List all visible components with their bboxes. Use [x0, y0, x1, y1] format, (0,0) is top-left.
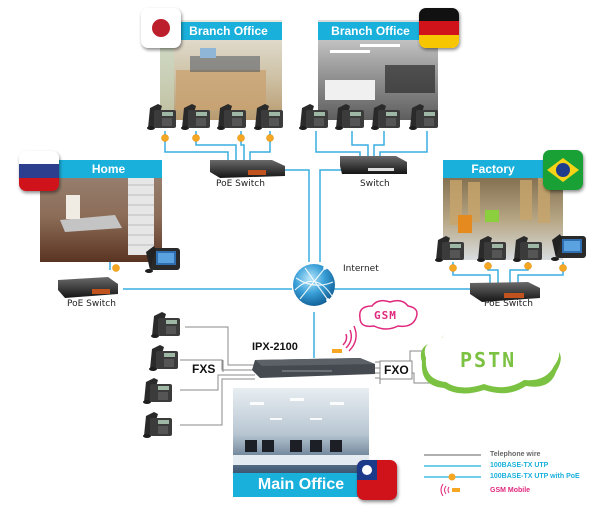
ipx-2100-label: IPX-2100 [252, 341, 298, 353]
gsm-antenna [332, 325, 357, 353]
japan-flag-icon [141, 8, 181, 48]
pstn-cloud-label: PSTN [460, 348, 517, 372]
utp-links [109, 131, 564, 358]
taiwan-flag-icon [357, 460, 397, 500]
legend-utp: 100BASE-TX UTP [490, 462, 549, 469]
ipx-2100-device [252, 358, 375, 378]
link-de-phone-2 [351, 131, 369, 158]
internet-label: Internet [343, 264, 379, 274]
telephone-wires [180, 326, 440, 426]
switch-label-germany: Switch [360, 179, 390, 189]
poe-switch-label-factory: PoE Switch [484, 299, 533, 309]
phones-fxs [143, 312, 180, 438]
legend-lines [424, 454, 481, 497]
site-label-home: Home [55, 160, 162, 178]
link-de-phone-3 [373, 131, 385, 158]
link-jp-phone-4 [249, 131, 271, 160]
poe-switch-japan [210, 160, 285, 178]
pstn-cloud [420, 322, 561, 394]
site-main-office [233, 388, 369, 480]
site-label-main-office: Main Office [233, 473, 369, 497]
legend-utp-poe: 100BASE-TX UTP with PoE [490, 473, 580, 480]
site-label-branch-office-germany: Branch Office [318, 22, 423, 40]
internet-globe [293, 264, 335, 306]
brazil-flag-icon [543, 150, 583, 190]
gsm-cloud-label: GSM [374, 309, 397, 322]
legend-telephone-wire: Telephone wire [490, 451, 541, 458]
site-label-branch-office-japan: Branch Office [175, 22, 282, 40]
poe-switch-label-japan: PoE Switch [216, 179, 265, 189]
link-de-phone-4 [379, 131, 428, 158]
link-de-switch-internet [319, 169, 342, 262]
fxo-box [379, 360, 413, 380]
poe-switch-factory [470, 282, 540, 302]
poe-markers [112, 134, 567, 272]
link-jp-switch-internet [283, 169, 310, 262]
fxs-label: FXS [192, 362, 216, 376]
link-de-phone-1 [315, 131, 361, 158]
link-jp-phone-2 [195, 131, 237, 160]
germany-flag-icon [419, 8, 459, 48]
fxo-label: FXO [384, 363, 409, 377]
poe-switch-home [58, 277, 118, 298]
switch-germany [340, 156, 407, 174]
site-label-factory: Factory [443, 160, 543, 178]
poe-switch-label-home: PoE Switch [67, 299, 116, 309]
phone-home [145, 246, 180, 273]
legend-gsm-mobile: GSM Mobile [490, 487, 531, 494]
russia-flag-icon [19, 151, 59, 191]
gsm-cloud [359, 299, 418, 330]
